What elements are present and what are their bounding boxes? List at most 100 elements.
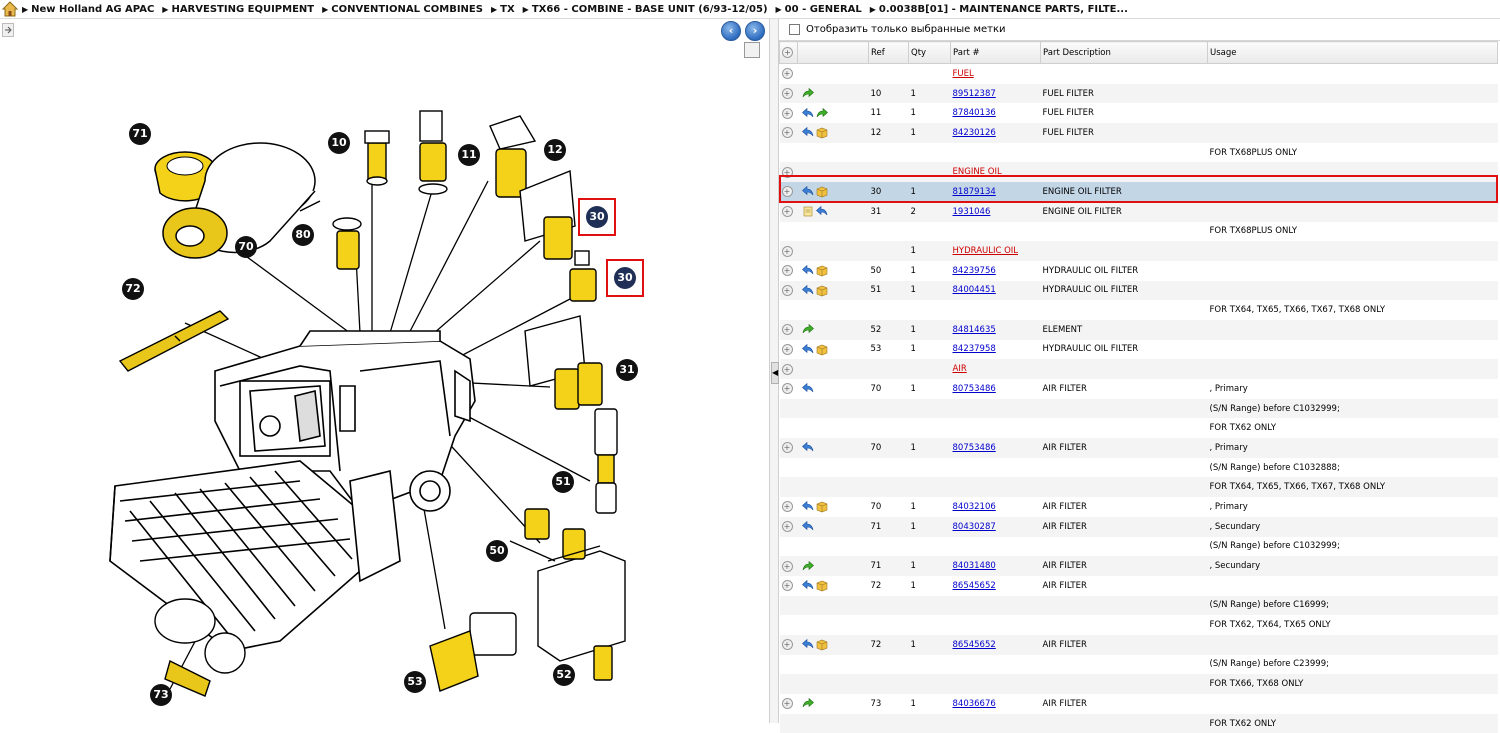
back-blue-arrow-icon[interactable] — [815, 205, 828, 217]
breadcrumb-item[interactable]: ▶TX — [491, 4, 515, 15]
document-icon[interactable] — [802, 206, 814, 217]
expand-row-icon[interactable]: + — [781, 442, 793, 454]
part-number-link[interactable]: 84237958 — [952, 344, 996, 355]
callout[interactable]: 31 — [616, 359, 638, 381]
col-ref-header[interactable]: Ref — [868, 41, 909, 64]
expand-cell[interactable]: + — [779, 359, 798, 379]
back-blue-arrow-icon[interactable] — [801, 265, 814, 276]
back-blue-arrow-icon[interactable] — [801, 580, 814, 591]
expand-all-header[interactable]: + — [779, 41, 798, 64]
breadcrumb-item[interactable]: ▶0.0038B[01] - MAINTENANCE PARTS, FILTE.… — [870, 4, 1128, 15]
expand-row-icon[interactable]: + — [781, 166, 793, 178]
callout-selected[interactable]: 30 — [586, 206, 608, 228]
expand-row-icon[interactable]: + — [781, 580, 793, 592]
expand-cell[interactable]: + — [779, 319, 798, 340]
expand-row-icon[interactable]: + — [781, 383, 793, 395]
show-selected-checkbox[interactable] — [789, 24, 800, 35]
part-number-link[interactable]: 86545652 — [952, 580, 996, 591]
forward-green-arrow-icon[interactable] — [802, 324, 814, 335]
expand-cell[interactable]: + — [779, 280, 798, 301]
expand-row-icon[interactable]: + — [781, 245, 793, 257]
breadcrumb-item[interactable]: ▶New Holland AG APAC — [22, 4, 154, 15]
part-number-link[interactable]: 84230126 — [952, 127, 996, 138]
part-number-link[interactable]: 84031480 — [952, 561, 996, 572]
expand-row-icon[interactable]: + — [781, 639, 793, 651]
callout[interactable]: 52 — [553, 664, 575, 686]
expand-row-icon[interactable]: + — [781, 363, 793, 375]
section-link[interactable]: ENGINE OIL — [952, 167, 1002, 178]
col-usage-header[interactable]: Usage — [1207, 41, 1498, 64]
part-number-link[interactable]: 84036676 — [952, 698, 996, 709]
expand-cell[interactable]: + — [779, 438, 798, 458]
expand-row-icon[interactable]: + — [781, 186, 793, 198]
forward-green-arrow-icon[interactable] — [816, 107, 828, 119]
breadcrumb-item[interactable]: ▶CONVENTIONAL COMBINES — [322, 4, 483, 15]
expand-row-icon[interactable]: + — [781, 501, 793, 513]
part-number-link[interactable]: 1931046 — [952, 206, 991, 217]
part-number-link[interactable]: 81879134 — [952, 186, 996, 197]
callout[interactable]: 73 — [150, 684, 172, 706]
expand-cell[interactable]: + — [780, 379, 798, 399]
part-number-link[interactable]: 80430287 — [952, 521, 996, 532]
breadcrumb-item[interactable]: ▶TX66 - COMBINE - BASE UNIT (6/93-12/05) — [523, 4, 768, 15]
breadcrumb-item[interactable]: ▶HARVESTING EQUIPMENT — [162, 4, 314, 15]
package-icon[interactable] — [816, 580, 828, 592]
back-blue-arrow-icon[interactable] — [801, 520, 814, 532]
forward-green-arrow-icon[interactable] — [802, 87, 814, 99]
back-blue-arrow-icon[interactable] — [801, 284, 814, 296]
package-icon[interactable] — [816, 501, 828, 513]
back-blue-arrow-icon[interactable] — [801, 501, 814, 512]
col-part-header[interactable]: Part # — [950, 41, 1041, 64]
callout[interactable]: 80 — [292, 224, 314, 246]
package-icon[interactable] — [816, 344, 828, 356]
callout[interactable]: 70 — [235, 236, 257, 258]
back-blue-arrow-icon[interactable] — [801, 343, 814, 355]
home-icon[interactable] — [1, 1, 19, 17]
expand-row-icon[interactable]: + — [781, 698, 793, 710]
expand-panel-icon[interactable] — [2, 23, 14, 37]
package-icon[interactable] — [816, 127, 828, 139]
expand-row-icon[interactable]: + — [781, 68, 793, 80]
back-blue-arrow-icon[interactable] — [801, 186, 814, 197]
forward-green-arrow-icon[interactable] — [802, 698, 814, 709]
back-blue-arrow-icon[interactable] — [801, 107, 814, 119]
part-number-link[interactable]: 87840136 — [952, 108, 996, 119]
expand-cell[interactable]: + — [779, 123, 798, 143]
part-number-link[interactable]: 84004451 — [952, 285, 996, 296]
callout[interactable]: 53 — [404, 671, 426, 693]
col-qty-header[interactable]: Qty — [908, 41, 951, 64]
expand-row-icon[interactable]: + — [781, 324, 793, 336]
expand-row-icon[interactable]: + — [781, 265, 793, 277]
back-blue-arrow-icon[interactable] — [801, 127, 814, 138]
expand-cell[interactable]: + — [779, 83, 798, 104]
callout[interactable]: 11 — [458, 144, 480, 166]
forward-arrow-icon[interactable]: › — [745, 21, 765, 41]
callout[interactable]: 10 — [328, 132, 350, 154]
section-link[interactable]: AIR — [952, 364, 967, 375]
expand-cell[interactable]: + — [779, 162, 798, 183]
package-icon[interactable] — [816, 285, 828, 297]
forward-green-arrow-icon[interactable] — [802, 560, 814, 572]
expand-row-icon[interactable]: + — [781, 560, 793, 572]
expand-row-icon[interactable]: + — [781, 127, 793, 139]
expand-cell[interactable]: + — [779, 516, 798, 537]
callout[interactable]: 50 — [486, 540, 508, 562]
package-icon[interactable] — [816, 265, 828, 277]
back-blue-arrow-icon[interactable] — [801, 442, 814, 453]
expand-cell[interactable]: + — [779, 556, 798, 576]
expand-row-icon[interactable]: + — [781, 88, 793, 100]
